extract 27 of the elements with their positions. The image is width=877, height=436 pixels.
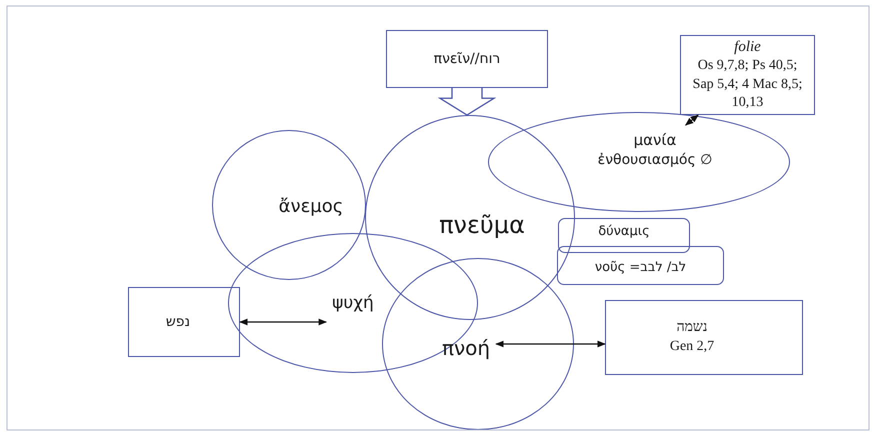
node-text: πνοή (442, 335, 490, 361)
text-box (386, 30, 548, 88)
text-box (680, 35, 815, 115)
node-text: Os 9,7,8; Ps 40,5; Sap 5,4; 4 Mac 8,5; 10,13 (692, 57, 804, 112)
node-text: δύναμις (598, 224, 650, 241)
rounded-box (557, 246, 724, 285)
rounded-box (558, 218, 690, 253)
double-arrow (495, 340, 606, 348)
heading-text: נשמה (676, 319, 708, 338)
node-text: νοῦς =לב/ לבב (594, 260, 686, 277)
node-text: ἄνεμος (278, 195, 344, 219)
node-text: ψυχή (332, 292, 374, 314)
node-text: πνεῦμα (439, 210, 525, 241)
node-text: ἐνθουσιασμός ∅ (598, 150, 712, 169)
concept-ellipse (212, 130, 366, 280)
concept-ellipse (488, 112, 790, 212)
heading-text: μανία (634, 131, 676, 151)
node-text: Gen 2,7 (670, 338, 714, 356)
concept-ellipse (382, 258, 574, 430)
text-box (605, 300, 803, 375)
node-text: נפש (166, 312, 190, 332)
double-arrow (239, 318, 327, 326)
double-arrow (684, 114, 699, 126)
node-text: πνεῖν//רוח (434, 50, 500, 68)
block-arrow (438, 87, 496, 116)
heading-text: folie (734, 38, 761, 57)
text-box (128, 287, 240, 357)
